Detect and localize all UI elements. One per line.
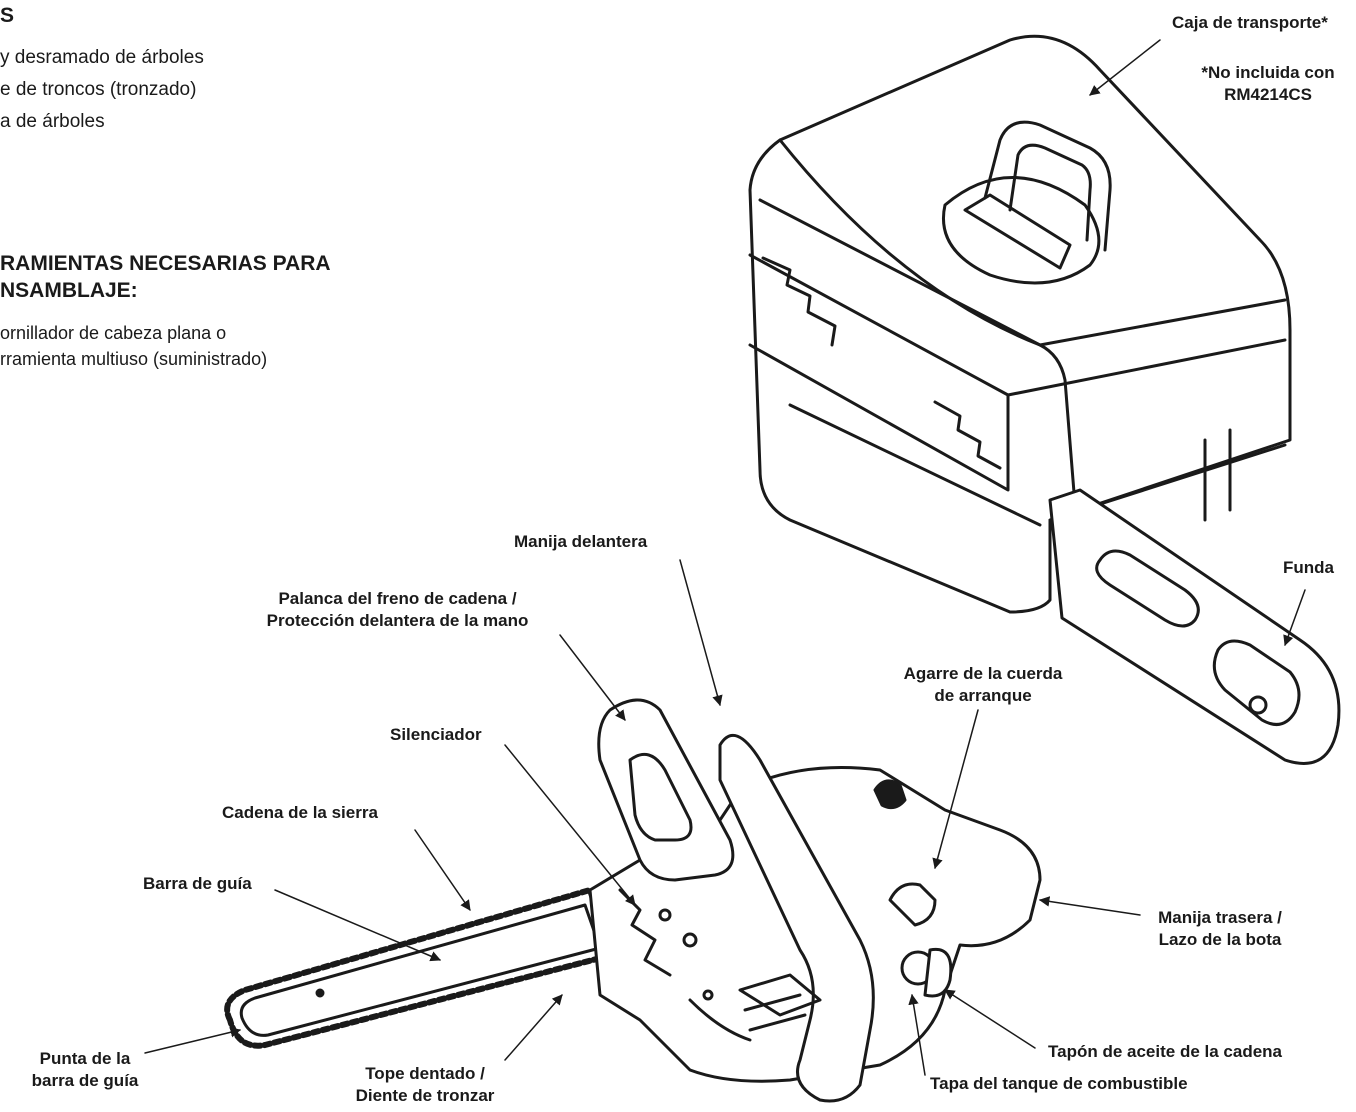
- label-carrying-case: Caja de transporte*: [1172, 13, 1328, 32]
- label-front-handle: Manija delantera: [514, 532, 648, 551]
- label-line: de arranque: [934, 686, 1032, 705]
- label-muffler: Silenciador: [390, 725, 482, 744]
- section-title: S: [0, 4, 15, 27]
- uses-list: y desramado de árboles e de troncos (tro…: [0, 42, 204, 138]
- label-line: RM4214CS: [1224, 85, 1312, 104]
- leader-lines: [144, 39, 1306, 1076]
- label-oil-cap: Tapón de aceite de la cadena: [1048, 1042, 1282, 1061]
- label-rear-handle: Manija trasera / Lazo de la bota: [1135, 907, 1305, 951]
- list-item: y desramado de árboles: [0, 47, 204, 68]
- label-scabbard: Funda: [1283, 558, 1334, 577]
- scabbard-drawing: [1048, 488, 1341, 765]
- label-line: Manija trasera /: [1158, 908, 1282, 927]
- label-starter-grip: Agarre de la cuerda de arranque: [878, 663, 1088, 707]
- chainsaw-drawing: [224, 698, 1042, 1103]
- carrying-case-drawing: [748, 34, 1292, 614]
- list-item: a de árboles: [0, 111, 105, 132]
- list-item: e de troncos (tronzado): [0, 79, 197, 100]
- label-case-note: *No incluida con RM4214CS: [1180, 62, 1356, 106]
- label-bumper-spike: Tope dentado / Diente de tronzar: [330, 1063, 520, 1107]
- label-line: Palanca del freno de cadena /: [278, 589, 517, 608]
- tools-item: ornillador de cabeza plana o rramienta m…: [0, 320, 267, 372]
- label-fuel-cap: Tapa del tanque de combustible: [930, 1074, 1188, 1093]
- tools-item-line: ornillador de cabeza plana o: [0, 323, 227, 343]
- label-line: Agarre de la cuerda: [903, 664, 1063, 683]
- label-saw-chain: Cadena de la sierra: [222, 803, 378, 822]
- label-chain-brake: Palanca del freno de cadena / Protección…: [235, 588, 560, 632]
- label-line: Punta de la: [39, 1049, 131, 1068]
- label-line: Lazo de la bota: [1158, 930, 1282, 949]
- label-guide-bar: Barra de guía: [143, 874, 252, 893]
- tools-item-line: rramienta multiuso (suministrado): [0, 349, 268, 369]
- label-line: barra de guía: [31, 1071, 139, 1090]
- label-line: Tope dentado /: [365, 1064, 485, 1083]
- label-line: Protección delantera de la mano: [266, 611, 529, 630]
- tools-heading-line: NSAMBLAJE:: [0, 279, 138, 302]
- tools-heading: RAMIENTAS NECESARIAS PARA NSAMBLAJE:: [0, 250, 331, 304]
- label-bar-tip: Punta de la barra de guía: [20, 1048, 150, 1092]
- tools-heading-line: RAMIENTAS NECESARIAS PARA: [0, 252, 331, 275]
- label-line: *No incluida con: [1201, 63, 1335, 82]
- label-line: Diente de tronzar: [355, 1086, 495, 1105]
